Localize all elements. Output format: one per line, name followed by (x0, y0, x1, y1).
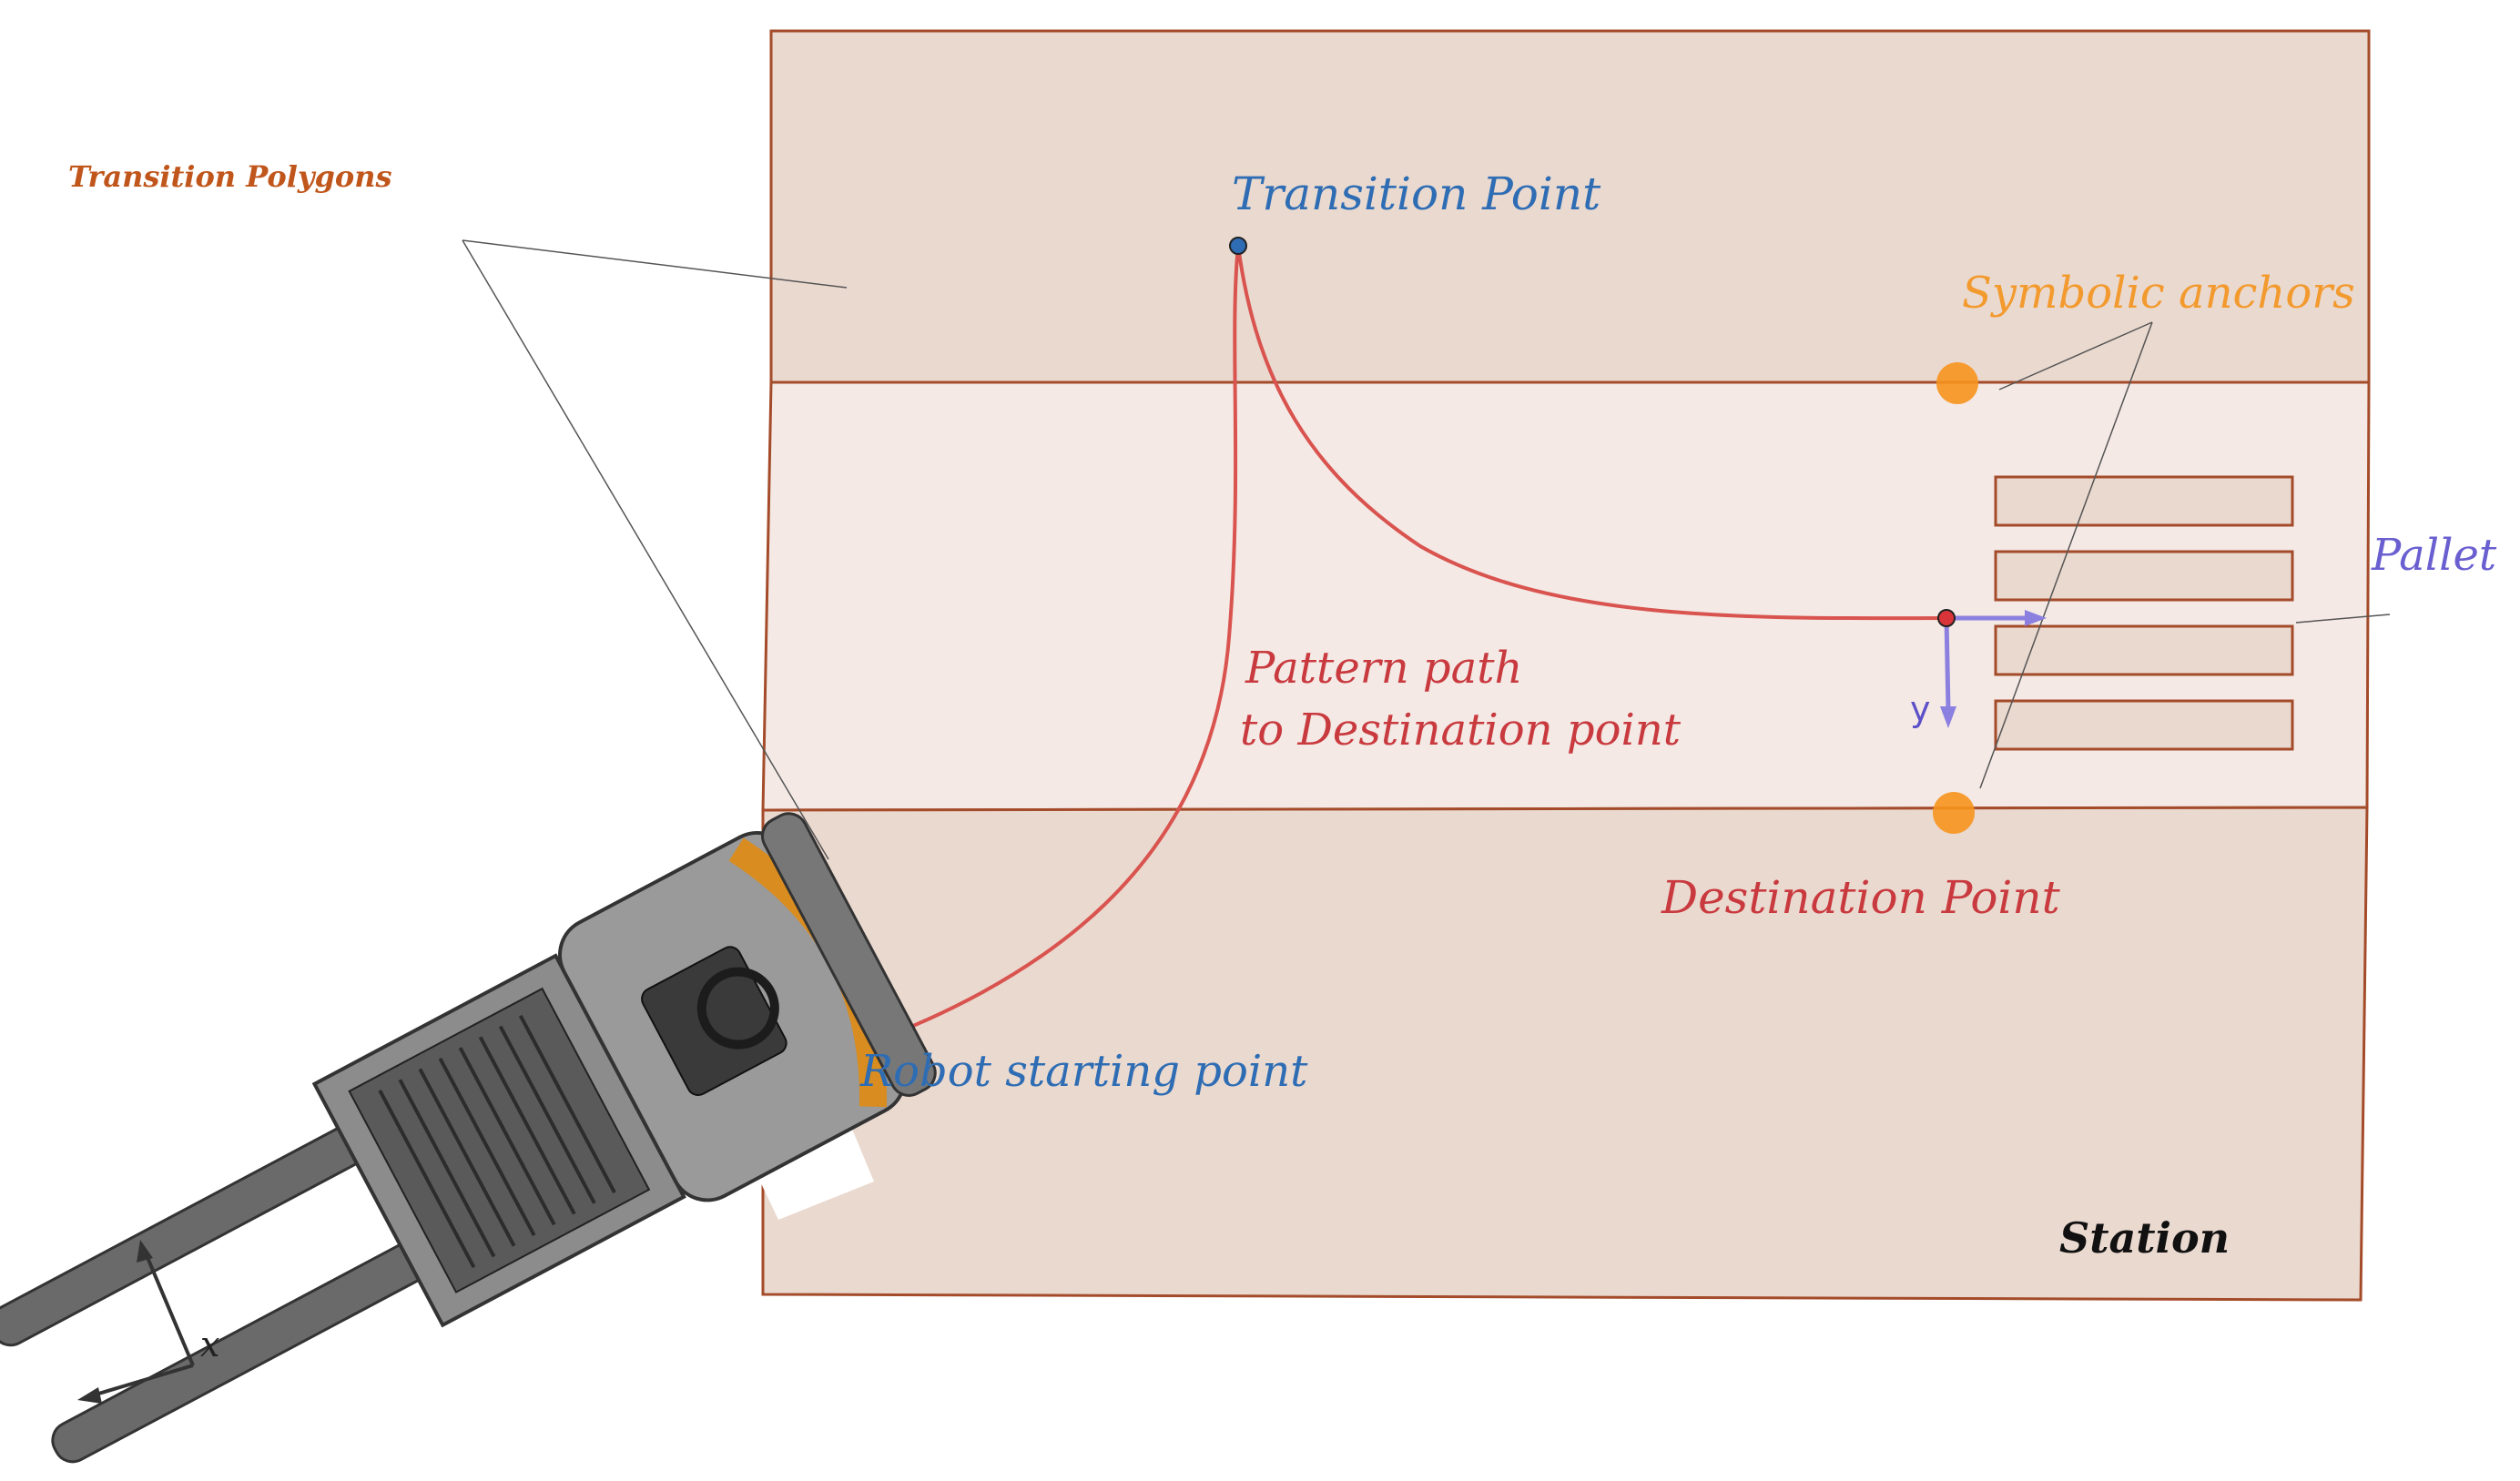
pallet (1994, 475, 2294, 751)
label-symbolic-anchors: Symbolic anchors (1962, 268, 2355, 319)
symbolic-anchor (1933, 792, 1975, 834)
robot-x-axis (86, 1364, 194, 1399)
frame-x-arrowhead (2025, 610, 2047, 626)
forklift-seat (641, 946, 788, 1096)
label-axis-x: x (200, 1324, 219, 1364)
robot-x-arrowhead (77, 1387, 102, 1404)
symbolic-anchor (1936, 362, 1978, 404)
robot-y-arrowhead (137, 1240, 153, 1263)
forklift-rear (761, 812, 937, 1097)
label-destination-point: Destination Point (1661, 871, 2061, 924)
leader-lines (462, 239, 2391, 860)
forklift-steering (696, 967, 779, 1050)
pallet-slot (1994, 550, 2294, 602)
label-pattern-path-2: to Destination point (1240, 705, 1682, 756)
label-station: Station (2059, 1213, 2230, 1263)
pallet-slot (1994, 475, 2294, 527)
leader-pallet (2295, 614, 2391, 624)
leader-anchor-top (1998, 321, 2153, 391)
destination-point-marker (1937, 609, 1956, 627)
pallet-slot (1994, 699, 2294, 751)
station-area (761, 29, 2371, 1302)
destination-frame (1940, 610, 2047, 728)
forklift-robot (0, 812, 937, 1464)
transition-point-marker (1229, 237, 1247, 255)
label-transition-polygons: Transition Polygons (68, 159, 392, 194)
label-axis-y: y (1910, 689, 1931, 729)
path-start-to-transition (831, 244, 1240, 1059)
forklift-mast (348, 987, 651, 1293)
pallet-slot (1994, 624, 2294, 676)
label-pallet: Pallet (2371, 530, 2497, 581)
leader-transition-polygons-top (462, 239, 848, 289)
frame-y-arrowhead (1940, 706, 1956, 728)
pattern-path (831, 244, 1948, 1059)
leader-anchor-bottom (1979, 321, 2153, 789)
label-transition-point: Transition Point (1232, 167, 1601, 220)
leader-transition-polygons-bottom (462, 239, 829, 860)
frame-y-axis (1944, 617, 1951, 711)
robot-y-axis (142, 1248, 195, 1366)
label-robot-starting-point: Robot starting point (859, 1046, 1308, 1097)
label-pattern-path-1: Pattern path (1245, 643, 1522, 694)
path-transition-to-destination (1236, 244, 1948, 621)
